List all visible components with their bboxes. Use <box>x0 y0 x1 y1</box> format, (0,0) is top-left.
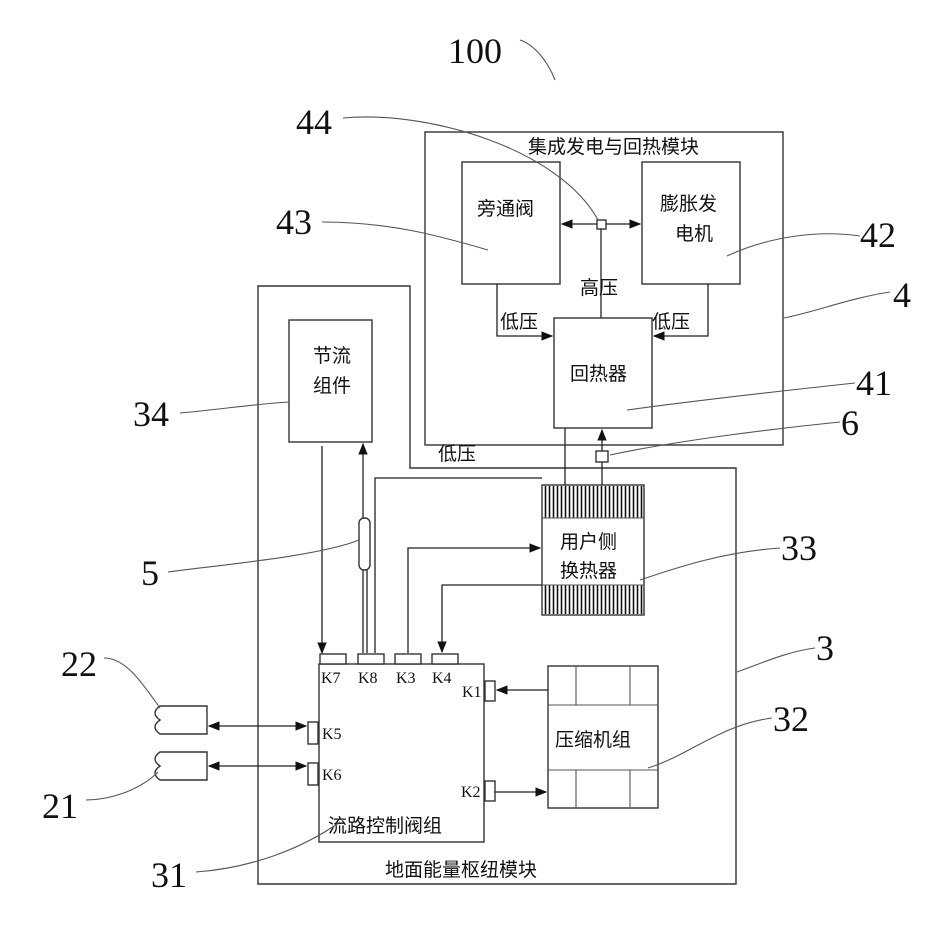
user-hx-fins-bottom <box>543 585 643 614</box>
leader-41 <box>627 383 855 410</box>
port-k5-label: K5 <box>322 726 342 743</box>
port-k8-label: K8 <box>358 670 378 687</box>
port-k3-box <box>395 654 421 664</box>
ref-32: 32 <box>773 699 809 739</box>
leader-4 <box>784 292 890 318</box>
port-k6-label: K6 <box>322 767 342 784</box>
power-module-title: 集成发电与回热模块 <box>528 136 699 158</box>
user-hx-fins-top <box>543 486 643 518</box>
leader-5 <box>168 540 359 572</box>
well-21 <box>155 752 207 780</box>
ref-33: 33 <box>781 528 817 568</box>
low-pressure-feed-line <box>375 478 542 653</box>
leader-3 <box>737 648 815 672</box>
bypass-valve-box <box>462 162 560 284</box>
port-k2-box <box>485 781 495 801</box>
ref-21: 21 <box>42 786 78 826</box>
port-k6-box <box>308 763 318 785</box>
expander-label-1: 膨胀发 <box>660 193 717 215</box>
k3-to-hx-arrow <box>408 548 540 653</box>
low-pressure-mid-label: 低压 <box>438 443 476 465</box>
hx-to-k4-arrow <box>442 585 542 652</box>
ref-5: 5 <box>141 553 159 593</box>
low-pressure-left-label: 低压 <box>500 311 538 333</box>
ref-42: 42 <box>860 215 896 255</box>
splitter-44 <box>597 220 606 229</box>
ref-6: 6 <box>841 403 859 443</box>
well-22 <box>155 706 207 734</box>
ref-3: 3 <box>816 628 834 668</box>
port-k4-box <box>432 654 458 664</box>
port-k7-box <box>320 654 346 664</box>
port-k3-label: K3 <box>396 670 416 687</box>
ref-34: 34 <box>133 394 169 434</box>
ref-31: 31 <box>151 855 187 895</box>
port-k7-label: K7 <box>321 670 341 687</box>
ref-43: 43 <box>276 202 312 242</box>
ref-4: 4 <box>893 275 911 315</box>
port-k1-label: K1 <box>462 684 482 701</box>
ref-41: 41 <box>856 363 892 403</box>
leader-100 <box>520 40 555 80</box>
port-k5-box <box>308 722 318 744</box>
leader-33 <box>640 548 780 580</box>
ground-module-title: 地面能量枢纽模块 <box>385 859 537 881</box>
port-k1-box <box>485 681 495 701</box>
filter-5 <box>359 518 370 570</box>
user-hx-label-2: 换热器 <box>560 560 617 582</box>
throttle-label-2: 组件 <box>313 375 351 397</box>
ref-100: 100 <box>448 31 502 71</box>
user-hx-label-1: 用户侧 <box>560 531 617 553</box>
leader-34 <box>180 402 289 413</box>
sensor-6 <box>596 451 608 462</box>
leader-21 <box>86 772 158 800</box>
flow-valve-label: 流路控制阀组 <box>328 815 442 837</box>
bypass-valve-label: 旁通阀 <box>477 198 534 220</box>
leader-22 <box>104 658 160 708</box>
port-k4-label: K4 <box>432 670 452 687</box>
expander-label-2: 电机 <box>675 223 713 245</box>
compressor-label: 压缩机组 <box>555 729 631 751</box>
leader-42 <box>727 234 860 256</box>
low-pressure-right-label: 低压 <box>652 311 690 333</box>
port-k2-label: K2 <box>461 784 481 801</box>
ref-22: 22 <box>61 644 97 684</box>
leader-32 <box>648 718 772 768</box>
throttle-label-1: 节流 <box>313 345 351 367</box>
ref-44: 44 <box>296 102 332 142</box>
high-pressure-label: 高压 <box>580 277 618 299</box>
port-k8-box <box>358 654 384 664</box>
recuperator-label: 回热器 <box>570 363 627 385</box>
